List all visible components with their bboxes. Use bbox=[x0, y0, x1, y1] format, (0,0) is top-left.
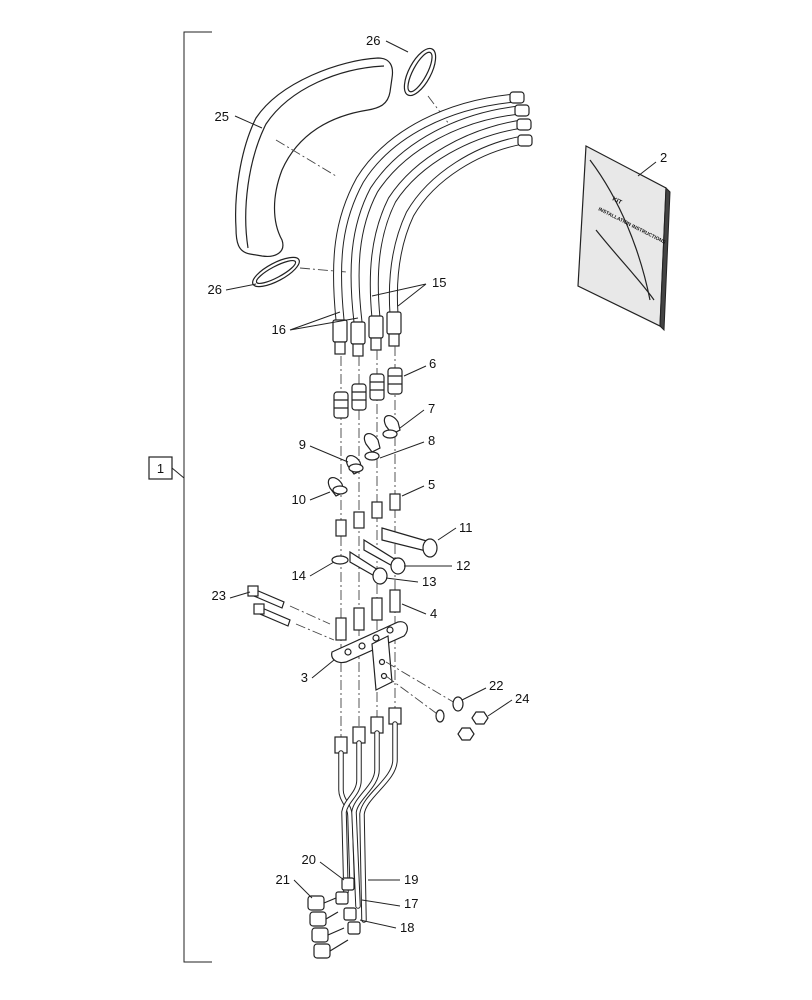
callout-23: 23 bbox=[212, 588, 226, 603]
washers-22 bbox=[435, 696, 464, 723]
callout-4: 4 bbox=[430, 606, 437, 621]
assembly-bracket: 1 bbox=[148, 31, 212, 963]
steel-tube-lines-17-18-19 bbox=[334, 707, 402, 923]
callout-1: 1 bbox=[157, 461, 164, 476]
callout-16: 16 bbox=[272, 322, 286, 337]
callout-26-bottom: 26 bbox=[208, 282, 222, 297]
mounting-bracket-3 bbox=[331, 621, 461, 717]
callout-7: 7 bbox=[428, 401, 435, 416]
callout-15: 15 bbox=[432, 275, 446, 290]
hydraulic-hoses-15-16 bbox=[332, 91, 533, 357]
callout-8: 8 bbox=[428, 433, 435, 448]
bolts-23 bbox=[247, 585, 335, 641]
callout-25: 25 bbox=[215, 109, 229, 124]
callout-11: 11 bbox=[459, 520, 473, 535]
clamps-7-8-9-10 bbox=[327, 415, 401, 497]
callout-5: 5 bbox=[428, 477, 435, 492]
instruction-sheet-2: KIT INSTALLATION INSTRUCTIONS 2 bbox=[577, 145, 671, 332]
callout-17: 17 bbox=[404, 896, 418, 911]
callout-18: 18 bbox=[400, 920, 414, 935]
spacer-plates-11-12-13-14 bbox=[331, 527, 438, 585]
adapters-5 bbox=[335, 493, 401, 537]
end-fittings-20 bbox=[335, 877, 361, 935]
nuts-24 bbox=[457, 711, 489, 741]
callout-14: 14 bbox=[292, 568, 306, 583]
callout-10: 10 bbox=[292, 492, 306, 507]
quick-couplers-6 bbox=[333, 367, 403, 419]
callout-2: 2 bbox=[660, 150, 667, 165]
end-fittings-21 bbox=[307, 895, 349, 959]
callout-24: 24 bbox=[515, 691, 529, 706]
hose-band-bottom-26: 26 bbox=[208, 256, 300, 297]
callout-6: 6 bbox=[429, 356, 436, 371]
callout-19: 19 bbox=[404, 872, 418, 887]
callout-26-top: 26 bbox=[366, 33, 380, 48]
callout-13: 13 bbox=[422, 574, 436, 589]
bulkhead-fittings-4 bbox=[335, 589, 401, 641]
callout-12: 12 bbox=[456, 558, 470, 573]
callout-21: 21 bbox=[276, 872, 290, 887]
callout-20: 20 bbox=[302, 852, 316, 867]
callout-22: 22 bbox=[489, 678, 503, 693]
instruction-sheet-kit-text: KIT bbox=[611, 196, 623, 206]
callout-3: 3 bbox=[301, 670, 308, 685]
hose-sleeve-25: 25 bbox=[215, 57, 394, 257]
hose-band-top-26: 26 bbox=[366, 33, 437, 97]
callout-9: 9 bbox=[299, 437, 306, 452]
